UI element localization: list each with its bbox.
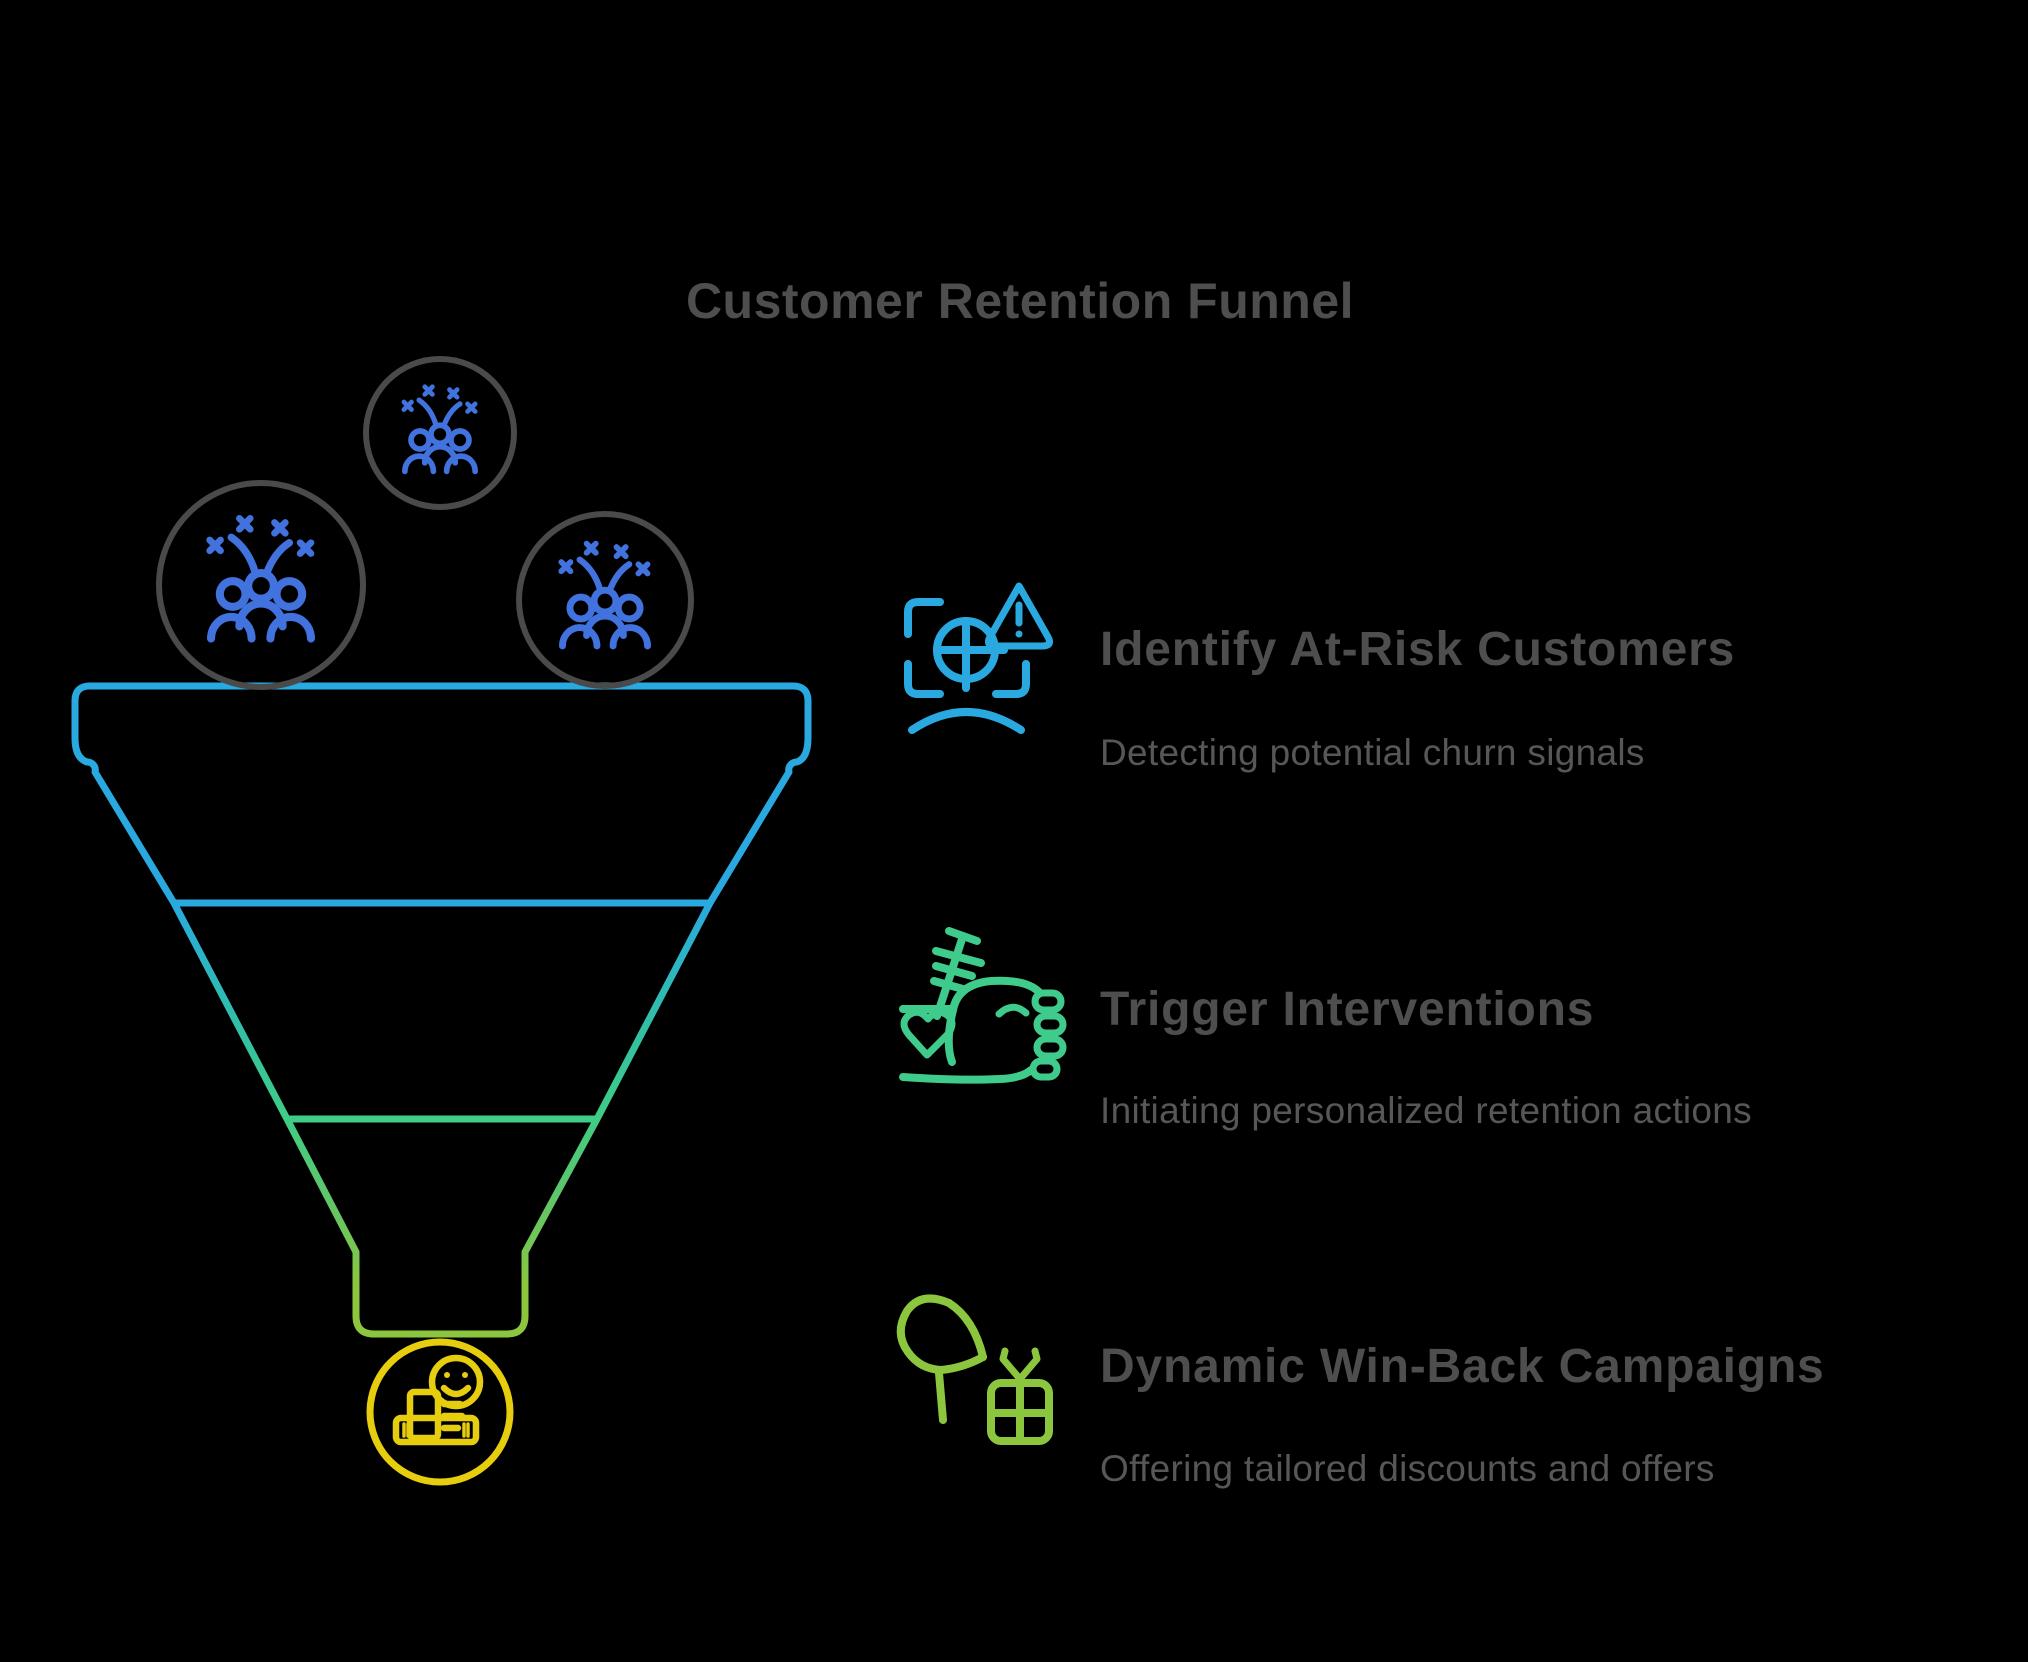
step-1-description: Detecting potential churn signals	[1100, 732, 1645, 773]
customer-bubble-left	[156, 480, 366, 690]
bubble-outline	[516, 511, 694, 689]
outcome-outline	[366, 1338, 514, 1486]
churn-scan-warning-icon	[904, 582, 1053, 734]
step-1-heading: Identify At-Risk Customers	[1100, 623, 1736, 676]
customer-bubble-top	[363, 356, 517, 510]
step-2-heading: Trigger Interventions	[1100, 983, 1595, 1036]
page-title: Customer Retention Funnel	[685, 273, 1355, 329]
step-3-heading: Dynamic Win-Back Campaigns	[1100, 1340, 1825, 1393]
outcome-circle	[366, 1338, 514, 1486]
step-2-description: Initiating personalized retention action…	[1100, 1090, 1752, 1131]
bubble-outline	[156, 480, 366, 690]
happy-customer-icon	[392, 1354, 484, 1446]
funnel	[71, 682, 812, 1338]
bubble-outline	[363, 356, 517, 510]
funnel-outline	[71, 682, 812, 1338]
megaphone-gift-icon	[896, 1294, 1053, 1445]
customer-bubble-right	[516, 511, 694, 689]
grip-trigger-icon	[899, 927, 1067, 1084]
step-3-description: Offering tailored discounts and offers	[1100, 1448, 1715, 1489]
